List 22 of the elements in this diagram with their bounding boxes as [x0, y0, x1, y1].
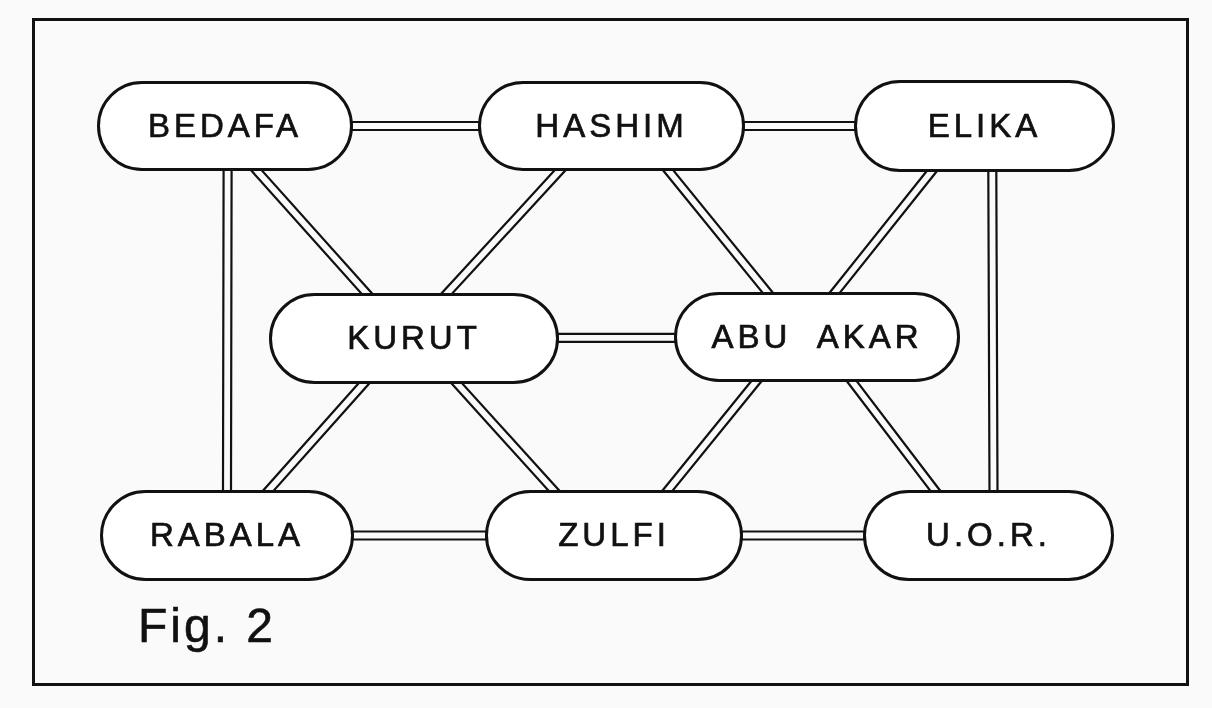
- double-line-connector: [438, 168, 569, 296]
- double-line-connector: [742, 120, 857, 132]
- double-line-connector: [221, 168, 233, 493]
- double-line-connector: [351, 530, 488, 541]
- double-line-connector: [448, 381, 563, 493]
- double-line-connector: [826, 169, 940, 295]
- node-label: ELIKA: [927, 107, 1042, 145]
- node-label: HASHIM: [535, 107, 688, 145]
- node-label: RABALA: [149, 517, 305, 554]
- node-label: BEDAFA: [147, 107, 303, 145]
- double-line-connector: [987, 169, 999, 493]
- double-line-connector: [350, 120, 481, 132]
- node-label: ZULFI: [558, 517, 670, 554]
- double-line-connector: [844, 379, 943, 493]
- double-line-connector: [740, 530, 866, 541]
- double-line-connector: [556, 332, 677, 343]
- node-label: ABU AKAR: [711, 318, 923, 356]
- double-line-connector: [659, 379, 765, 493]
- node-label: U.O.R.: [926, 517, 1051, 554]
- double-line-connector: [660, 168, 776, 295]
- node-label: KURUT: [347, 320, 481, 357]
- figure-caption: Fig. 2: [138, 600, 277, 653]
